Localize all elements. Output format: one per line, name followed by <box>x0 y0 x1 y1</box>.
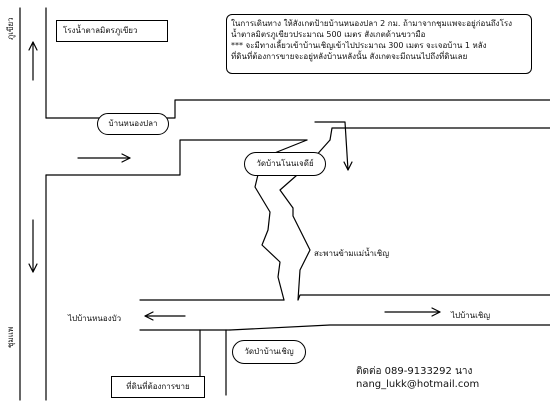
to-ban-choen-label: ไปบ้านเชิญ <box>451 311 491 320</box>
directions-line-3: *** จะมีทางเลี้ยวเข้าบ้านเชิญเข้าไปประมา… <box>231 41 487 50</box>
to-ban-nong-bua-label: ไปบ้านหนองบัว <box>68 314 122 323</box>
wat-pa-ban-choen-label: วัดป่าบ้านเชิญ <box>232 340 306 364</box>
lower-road-top-edge-right <box>297 294 550 301</box>
arrow-turn-down-icon <box>314 121 353 171</box>
contact-info: ติดต่อ 089-9133292 นาง nang_lukk@hotmail… <box>356 365 479 391</box>
upper-road-bottom-edge <box>45 139 308 176</box>
upper-road-right-lower-edge <box>329 127 550 141</box>
bridge-label: สะพานข้ามแม่น้ำเชิญ <box>314 249 390 258</box>
to-phu-khiao-label: ภูเขียว <box>6 17 15 40</box>
contact-phone: ติดต่อ 089-9133292 นาง <box>356 366 473 377</box>
ban-nong-pla-label: บ้านหนองปลา <box>97 113 169 135</box>
land-for-sale-label: ที่ดินที่ต้องการขาย <box>111 376 205 398</box>
arrow-left-icon <box>144 311 186 321</box>
directions-line-1: ในการเดินทาง ให้สังเกตป้ายบ้านหนองปลา 2 … <box>231 19 513 28</box>
arrow-right-icon <box>77 153 131 163</box>
arrow-down-icon <box>28 219 38 273</box>
arrow-right-lower-icon <box>384 307 441 317</box>
sugar-factory-label: โรงน้ำตาลมิตรภูเขียว <box>56 20 168 42</box>
directions-note: ในการเดินทาง ให้สังเกตป้ายบ้านหนองปลา 2 … <box>226 14 532 74</box>
wat-non-chedi-label: วัดบ้านโนนเจดีย์ <box>244 152 326 176</box>
directions-line-4: ที่ดินที่ต้องการขายจะอยู่หลังบ้านหลังนั้… <box>231 52 468 61</box>
directions-line-2: น้ำตาลมิตรภูเขียวประมาณ 500 เมตร สังเกตด… <box>231 30 426 39</box>
contact-email: nang_lukk@hotmail.com <box>356 379 480 390</box>
lower-road-bottom-edge-right <box>229 324 550 331</box>
arrow-up-icon <box>28 41 38 81</box>
to-chum-phae-label: ชุมแพ <box>6 326 15 348</box>
